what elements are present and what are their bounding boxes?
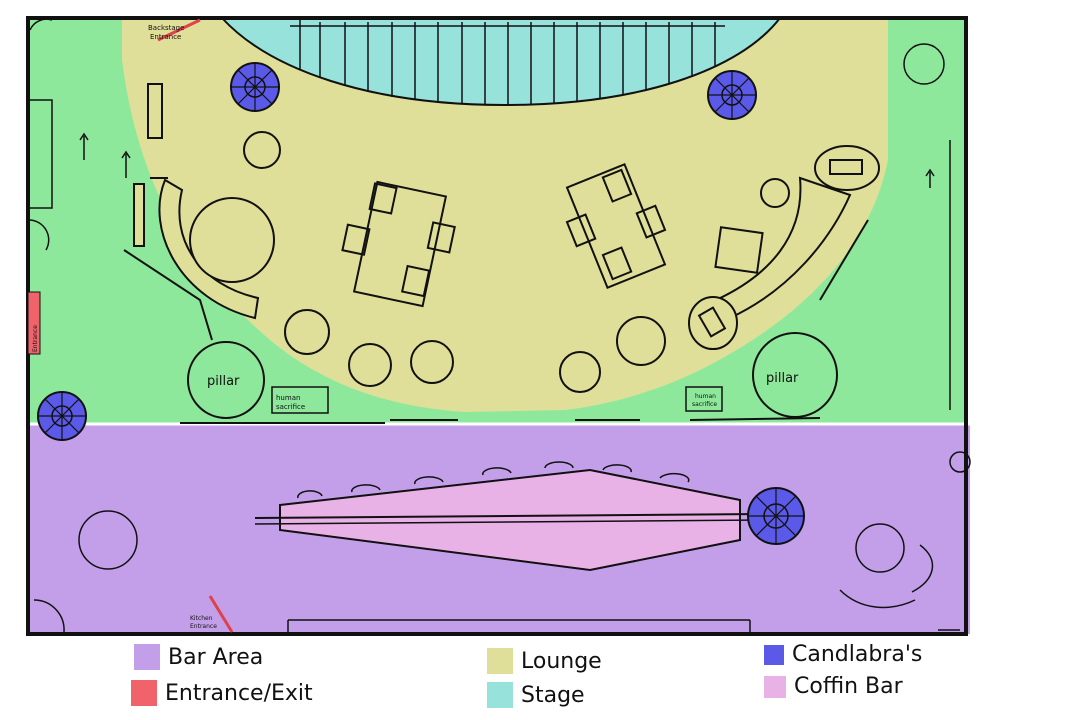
stage-boards	[290, 20, 725, 105]
legend-swatch-entrance-exit	[131, 680, 157, 706]
pillar-right-label: pillar	[766, 371, 799, 386]
lounge-furniture	[133, 83, 880, 393]
human-sacrifice-left-label-1: human	[276, 394, 300, 402]
backstage-label-1: Backstage	[148, 24, 184, 32]
right-wall-details	[903, 43, 971, 631]
left-wall-details	[27, 18, 131, 251]
lounge-partitions	[123, 219, 869, 424]
legend-label-lounge: Lounge	[521, 648, 602, 674]
bar-area-details	[33, 510, 934, 633]
backstage-door	[157, 18, 201, 42]
legend-label-entrance-exit: Entrance/Exit	[165, 680, 313, 706]
stage-area	[219, 17, 783, 107]
legend-item-entrance-exit: Entrance/Exit	[131, 680, 313, 706]
human-sacrifice-right	[685, 386, 723, 412]
legend-label-bar-area: Bar Area	[168, 644, 264, 670]
legend-label-stage: Stage	[521, 682, 585, 708]
human-sacrifice-left-label-2: sacrifice	[276, 403, 305, 411]
kitchen-label-1: Kitchen	[190, 615, 213, 622]
candelabra-top-right	[707, 70, 757, 120]
pillar-right	[752, 332, 838, 418]
human-sacrifice-right-label-2: sacrifice	[692, 401, 717, 408]
coffin-bar	[279, 468, 741, 572]
candelabra-bar	[747, 487, 805, 545]
legend-item-coffin-bar: Coffin Bar	[764, 674, 903, 699]
legend-swatch-coffin-bar	[764, 675, 786, 698]
backstage-label-2: Entrance	[150, 33, 181, 41]
kitchen-label-2: Entrance	[190, 623, 217, 630]
legend-item-lounge: Lounge	[487, 648, 602, 674]
pillar-left	[187, 341, 265, 419]
legend-label-coffin-bar: Coffin Bar	[794, 674, 903, 699]
candelabra-top-left	[230, 62, 280, 112]
legend-item-stage: Stage	[487, 682, 585, 708]
legend-swatch-stage	[487, 682, 513, 708]
legend-swatch-candlabras	[764, 644, 784, 665]
pillar-left-label: pillar	[207, 374, 240, 389]
bar-stools	[297, 461, 690, 499]
legend-swatch-lounge	[487, 648, 513, 674]
candelabra-left	[37, 391, 87, 441]
legend-label-candlabras: Candlabra's	[792, 642, 923, 667]
legend-swatch-bar-area	[134, 644, 160, 670]
kitchen-door	[208, 595, 234, 633]
legend-item-bar-area: Bar Area	[134, 644, 263, 670]
human-sacrifice-right-label-1: human	[695, 393, 716, 400]
entrance-label: Entrance	[32, 325, 39, 352]
legend: Bar Area Entrance/Exit Lounge Stage Cand…	[0, 640, 1077, 720]
entrance-door	[27, 291, 41, 355]
legend-item-candlabras: Candlabra's	[764, 642, 922, 667]
human-sacrifice-left	[271, 386, 329, 414]
